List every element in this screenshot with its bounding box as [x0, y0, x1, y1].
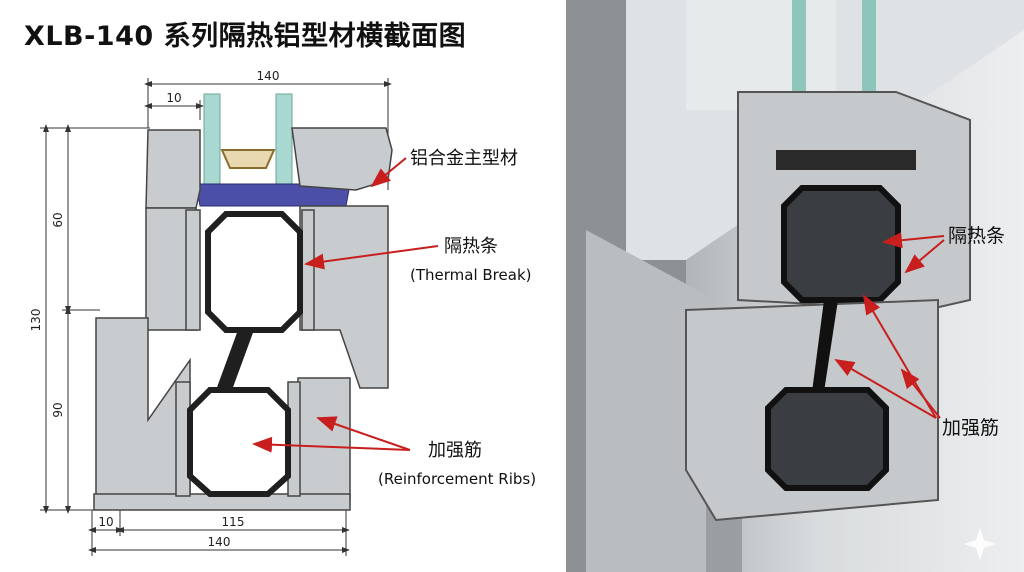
dim-bottom-inner: 115: [222, 515, 245, 529]
diagram-panel: XLB-140 系列隔热铝型材横截面图: [24, 21, 537, 556]
cross-section-drawing: 140 10 130 60 90 10 115 140: [29, 69, 536, 556]
dimension-lines: [40, 78, 392, 556]
photo-leader-ribs-2: [834, 358, 937, 419]
leader-ribs-2: [316, 416, 411, 451]
dim-bottom-offset: 10: [98, 515, 113, 529]
leader-alloy-profile: [370, 157, 407, 188]
dim-bottom-width: 140: [208, 535, 231, 549]
dim-lower-height: 90: [51, 402, 65, 417]
photo-leader-thermal-1: [882, 232, 945, 249]
label-alloy-profile: 铝合金主型材: [410, 148, 518, 169]
thermal-break-strips: [187, 211, 303, 497]
thermal-break-connector: [216, 330, 254, 390]
glass-panes: [203, 93, 293, 187]
dim-upper-height: 60: [51, 212, 65, 227]
photo-leader-thermal-2: [904, 239, 945, 274]
label-thermal-break-en: (Thermal Break): [410, 266, 531, 284]
dim-top-width: 140: [257, 69, 280, 83]
sparkle-icon: [964, 528, 996, 560]
page-title: XLB-140 系列隔热铝型材横截面图: [24, 21, 467, 52]
leader-thermal-break: [304, 245, 439, 270]
photo-label-ribs: 加强筋: [942, 417, 999, 439]
upper-aluminum-profile: [145, 127, 393, 389]
dim-total-height: 130: [29, 309, 43, 332]
photo-panel: 隔热条 加强筋: [566, 0, 1024, 572]
dim-top-offset: 10: [166, 91, 181, 105]
photo-leader-ribs-3: [900, 368, 941, 419]
label-ribs-cn: 加强筋: [428, 440, 482, 461]
photo-label-thermal-break: 隔热条: [948, 225, 1005, 247]
profile-photo: 隔热条 加强筋: [566, 0, 1024, 572]
leader-ribs-1: [252, 436, 411, 453]
label-ribs-en: (Reinforcement Ribs): [378, 470, 536, 488]
label-thermal-break-cn: 隔热条: [444, 236, 498, 257]
